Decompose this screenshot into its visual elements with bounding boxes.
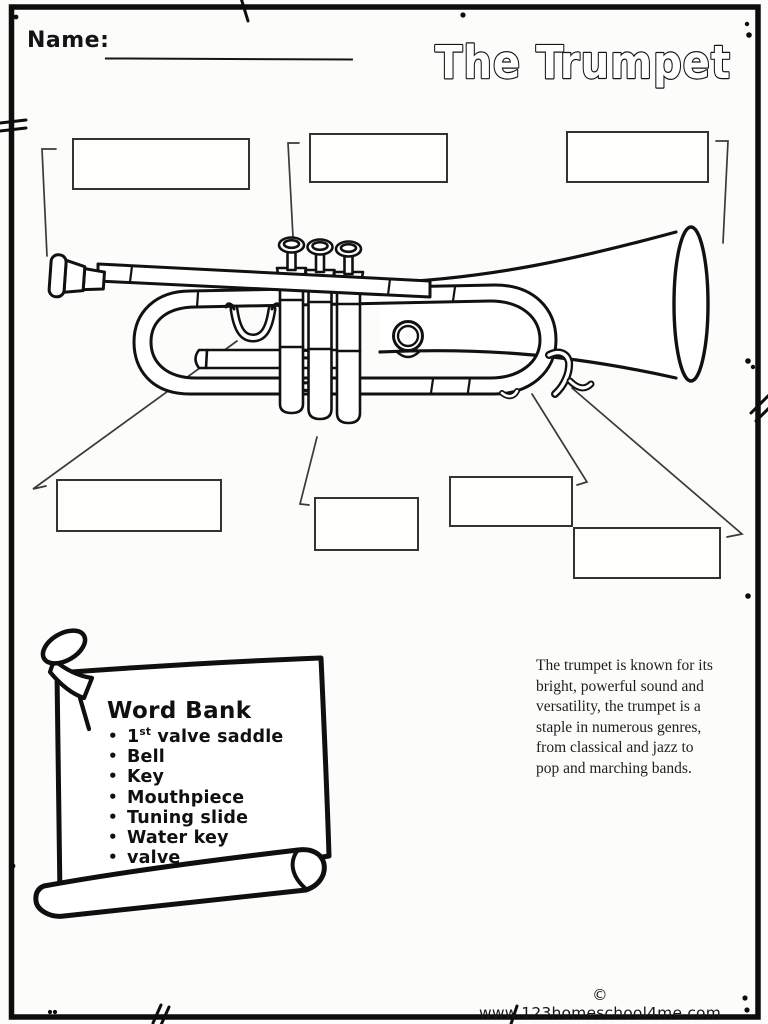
answer-box-top-middle[interactable] <box>309 133 448 183</box>
answer-box-top-right[interactable] <box>566 131 709 183</box>
word-bank-item: Water key <box>104 829 324 847</box>
pushpin-icon <box>40 628 95 732</box>
valve-saddle <box>224 302 282 343</box>
page-title: The Trumpet <box>434 35 731 90</box>
water-key <box>499 348 595 400</box>
answer-box-bottom-right[interactable] <box>573 527 721 579</box>
word-bank-item: Mouthpiece <box>104 789 324 807</box>
mouthpiece <box>47 253 106 299</box>
word-bank-item: Tuning slide <box>104 809 324 827</box>
description-paragraph: The trumpet is known for its bright, pow… <box>536 657 713 777</box>
word-bank-item: 1st valve saddle <box>104 727 324 746</box>
valve-buttons <box>277 236 363 276</box>
copyright-text: © www.123homeschool4me.com <box>478 986 722 1022</box>
trumpet-illustration <box>47 225 710 425</box>
name-label: Name: <box>27 28 110 53</box>
word-bank-item: valve <box>104 849 324 867</box>
answer-box-bottom-middle-left[interactable] <box>314 497 419 551</box>
name-line[interactable] <box>104 31 354 61</box>
trumpet-tubing <box>132 283 558 396</box>
page-title-text: The Trumpet <box>435 36 731 89</box>
answer-box-bottom-left[interactable] <box>56 479 222 532</box>
tube-ring-ornament <box>392 320 424 359</box>
word-bank-item: Bell <box>104 748 324 766</box>
word-bank-list: 1st valve saddleBellKeyMouthpieceTuning … <box>104 727 324 870</box>
word-bank-item: Key <box>104 768 324 786</box>
answer-box-bottom-middle-right[interactable] <box>449 476 573 527</box>
answer-box-top-left[interactable] <box>72 138 250 190</box>
page-border <box>8 4 761 1020</box>
word-bank-title: Word Bank <box>107 698 252 724</box>
